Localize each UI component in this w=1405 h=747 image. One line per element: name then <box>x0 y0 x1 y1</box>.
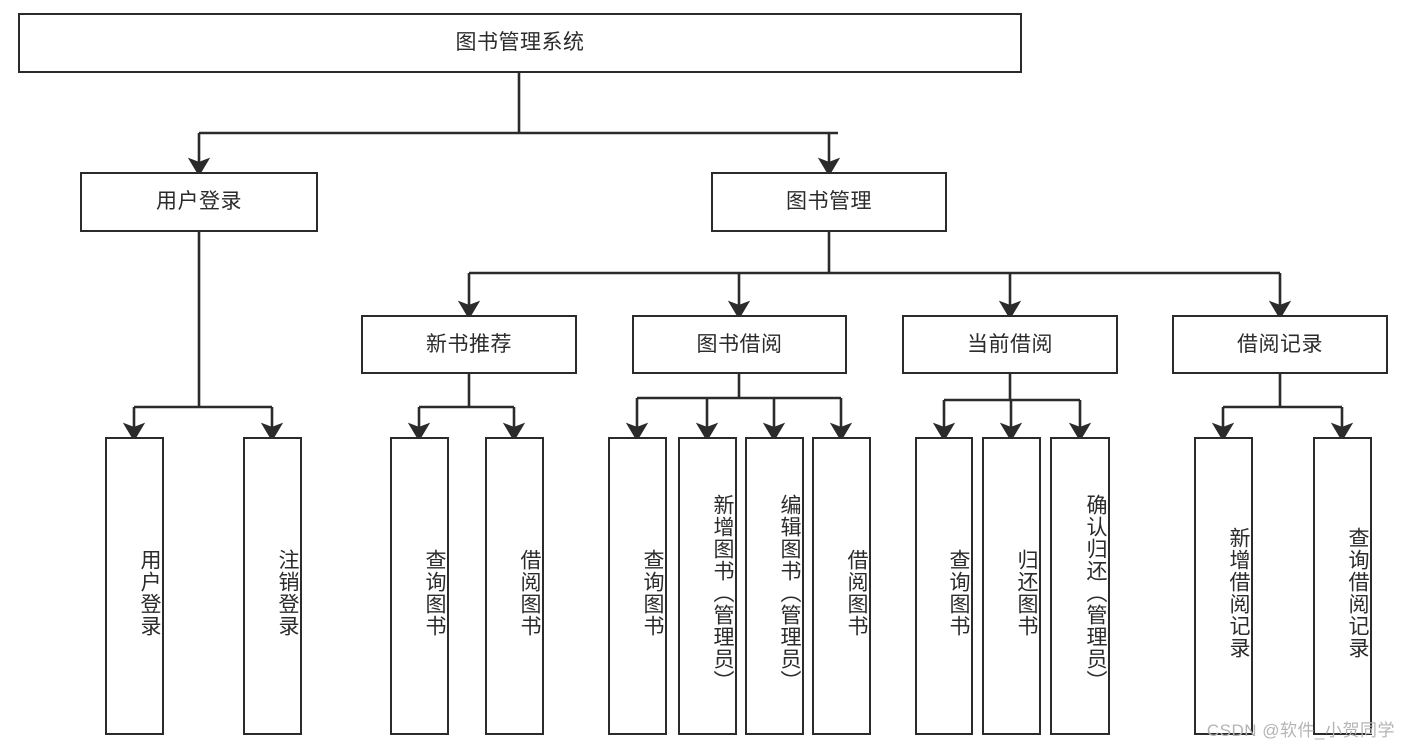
node-label: 查询图书 <box>641 549 664 637</box>
leaf-user-login[interactable]: 用户登录 <box>105 437 164 735</box>
node-label: 新书推荐 <box>426 332 512 356</box>
leaf-bookborrow-add-book-admin[interactable]: 新增图书（管理员） <box>678 437 737 735</box>
node-current-borrowing[interactable]: 当前借阅 <box>902 315 1118 374</box>
node-label: 确认归还（管理员） <box>1084 494 1107 692</box>
node-label: 新增借阅记录 <box>1227 527 1250 659</box>
leaf-currentborrow-confirm-return-admin[interactable]: 确认归还（管理员） <box>1050 437 1110 735</box>
node-label: 查询图书 <box>423 549 446 637</box>
leaf-currentborrow-return-book[interactable]: 归还图书 <box>982 437 1041 735</box>
node-root-book-management-system[interactable]: 图书管理系统 <box>18 13 1022 73</box>
csdn-watermark: CSDN @软件_小贺同学 <box>1206 721 1395 740</box>
node-label: 查询图书 <box>947 549 970 637</box>
node-label: 用户登录 <box>156 190 242 214</box>
node-label: 查询借阅记录 <box>1346 527 1369 659</box>
node-book-borrowing[interactable]: 图书借阅 <box>632 315 847 374</box>
leaf-borrowrecord-add-record[interactable]: 新增借阅记录 <box>1194 437 1253 735</box>
node-borrowing-record[interactable]: 借阅记录 <box>1172 315 1388 374</box>
leaf-bookborrow-edit-book-admin[interactable]: 编辑图书（管理员） <box>745 437 804 735</box>
node-label: 编辑图书（管理员） <box>778 494 801 692</box>
node-label: 借阅记录 <box>1237 332 1323 356</box>
node-book-management[interactable]: 图书管理 <box>711 172 947 232</box>
node-label: 图书管理 <box>786 190 872 214</box>
node-label: 新增图书（管理员） <box>711 494 734 692</box>
leaf-user-logout[interactable]: 注销登录 <box>243 437 302 735</box>
leaf-newbook-borrow-book[interactable]: 借阅图书 <box>485 437 544 735</box>
node-user-login[interactable]: 用户登录 <box>80 172 318 232</box>
node-new-book-recommendation[interactable]: 新书推荐 <box>361 315 577 374</box>
node-label: 注销登录 <box>276 549 299 637</box>
node-label: 图书管理系统 <box>455 31 585 55</box>
node-label: 借阅图书 <box>518 549 541 637</box>
leaf-borrowrecord-query-record[interactable]: 查询借阅记录 <box>1313 437 1372 735</box>
leaf-currentborrow-query-book[interactable]: 查询图书 <box>915 437 973 735</box>
node-label: 当前借阅 <box>967 332 1053 356</box>
node-label: 图书借阅 <box>696 332 783 356</box>
leaf-bookborrow-borrow-book[interactable]: 借阅图书 <box>812 437 871 735</box>
leaf-newbook-query-book[interactable]: 查询图书 <box>390 437 449 735</box>
node-label: 用户登录 <box>138 549 161 637</box>
leaf-bookborrow-query-book[interactable]: 查询图书 <box>608 437 667 735</box>
node-label: 借阅图书 <box>845 549 868 637</box>
node-label: 归还图书 <box>1015 549 1038 637</box>
